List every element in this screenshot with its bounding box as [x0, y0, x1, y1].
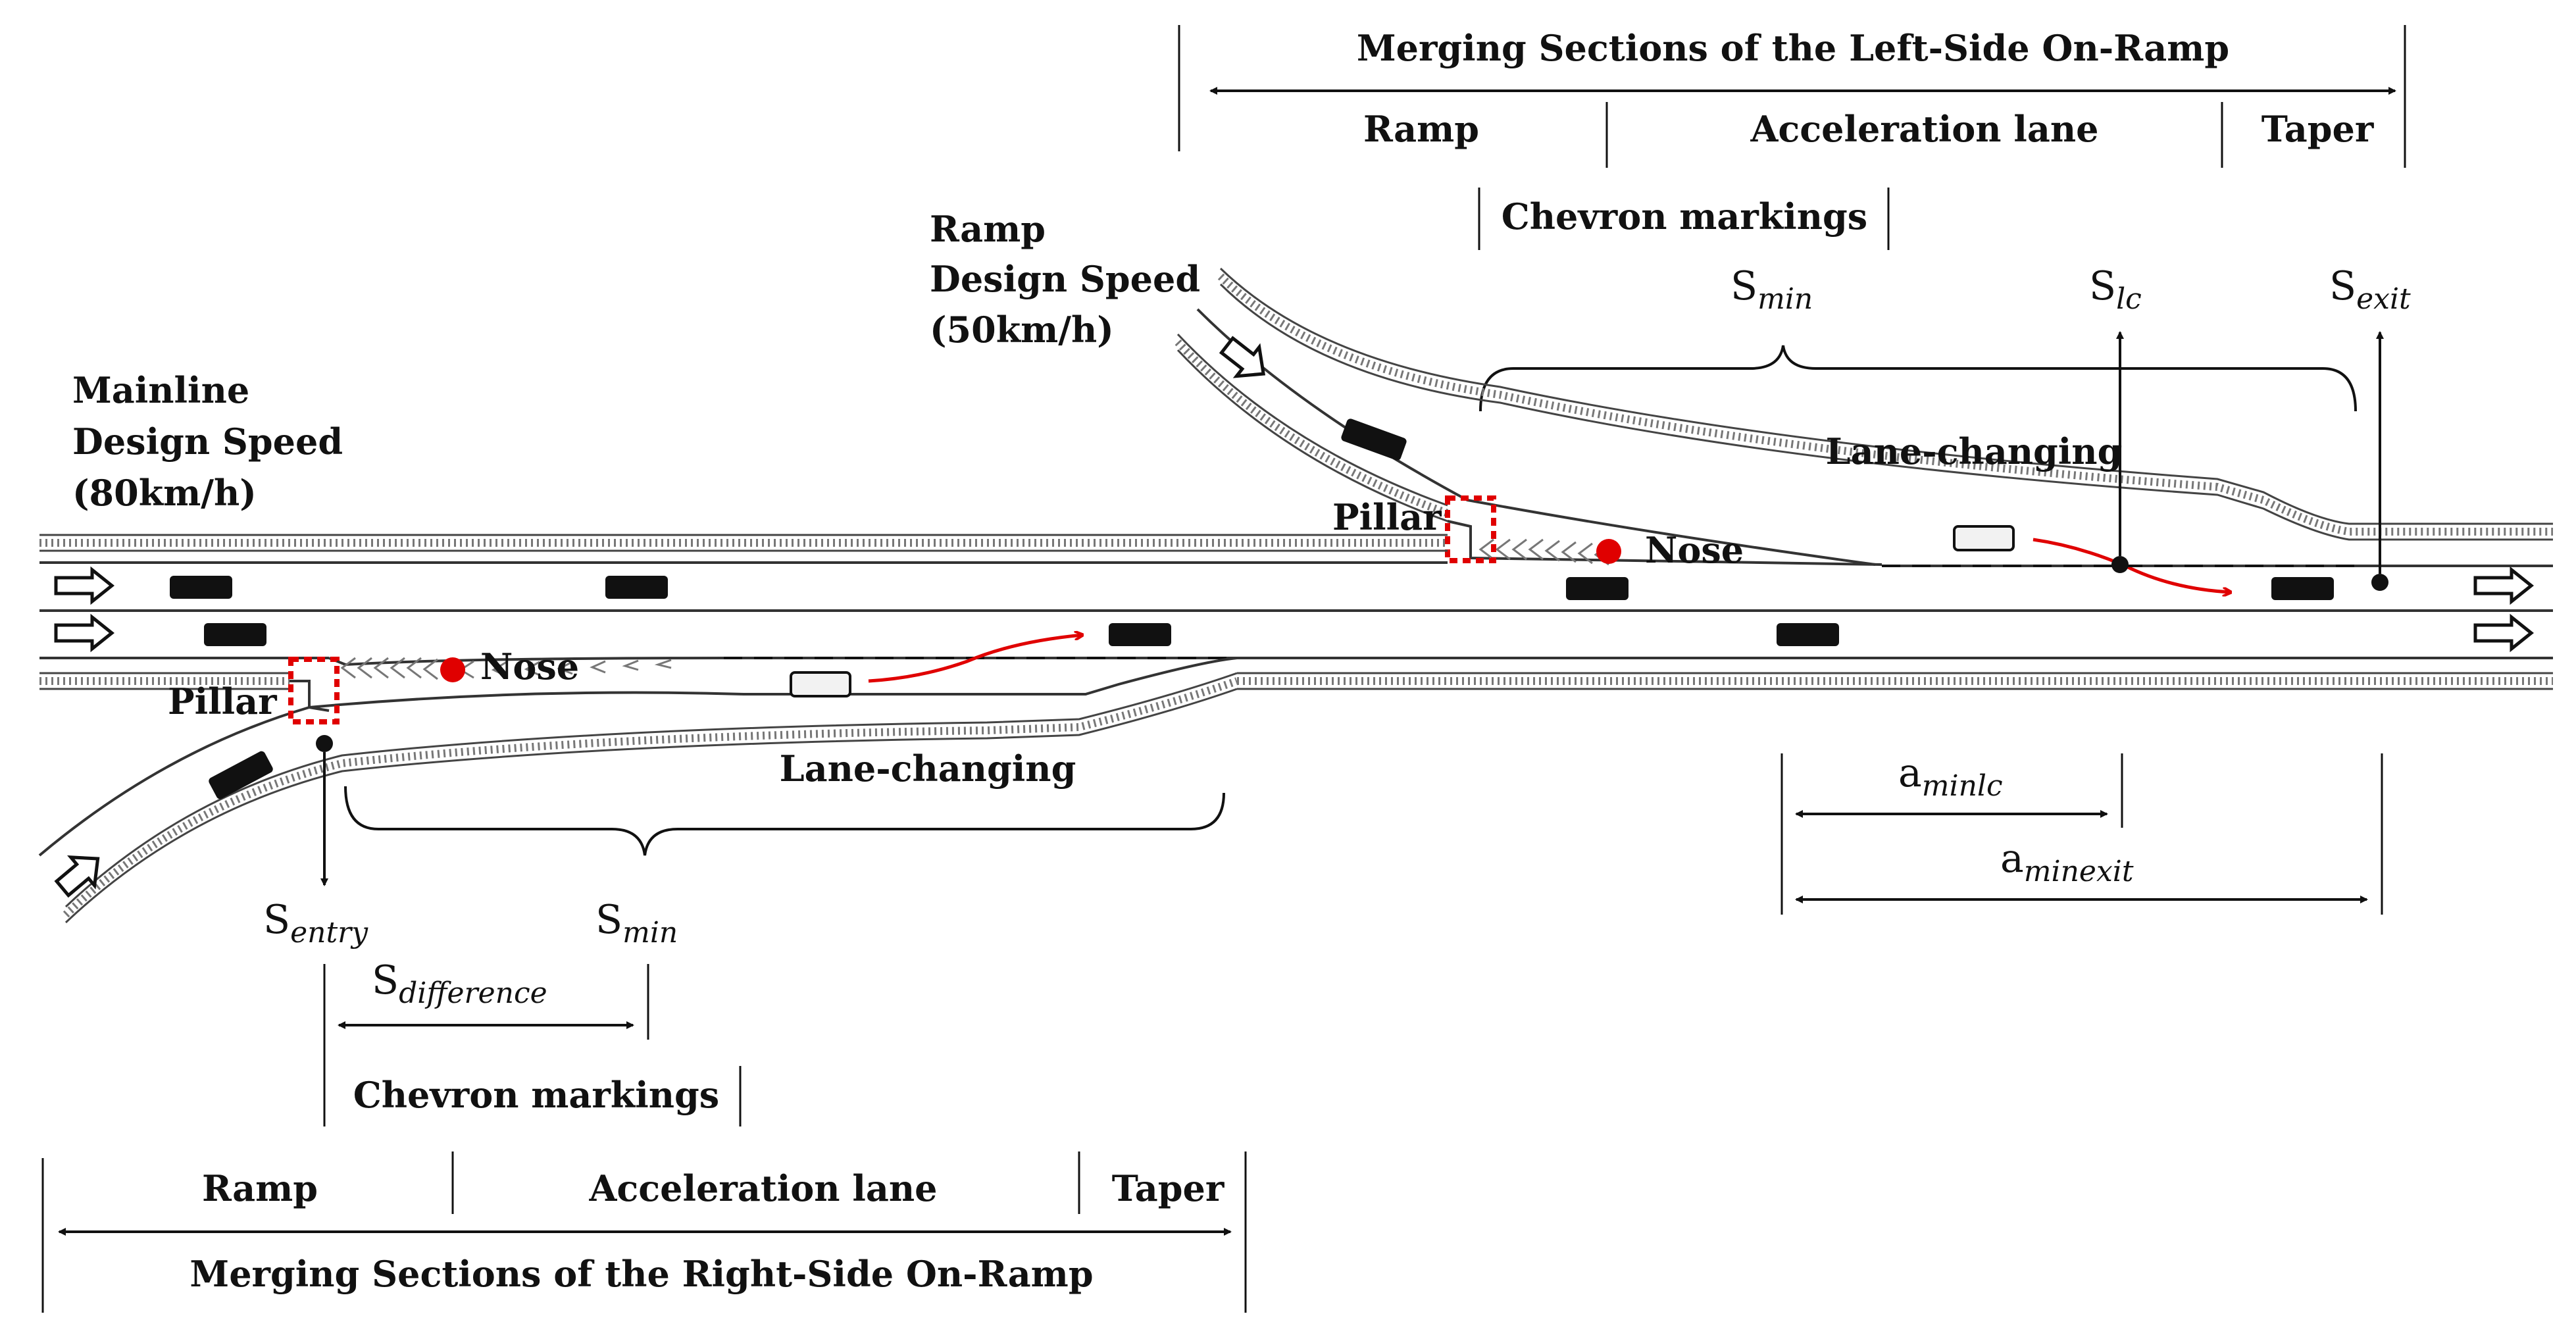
right-section-ramp: Ramp: [202, 1167, 318, 1209]
mainline-speed-line3: (80km/h): [72, 472, 257, 514]
right-sentry-label: Sentry: [263, 897, 368, 949]
ramp-vehicle: [1341, 418, 1407, 461]
right-ramp-road: [38, 657, 1238, 924]
right-ramp-title: Merging Sections of the Right-Side On-Ra…: [189, 1253, 1093, 1295]
right-ramp-vehicle: [209, 751, 273, 799]
mainline-vehicle: [2271, 577, 2334, 600]
right-gore-chevrons: [340, 657, 672, 680]
right-section-taper: Taper: [1112, 1167, 1225, 1209]
right-lane-change-trajectory: [868, 635, 1082, 683]
merging-vehicle-right: [790, 671, 851, 697]
left-section-ramp: Ramp: [1363, 108, 1479, 150]
left-smin-label: Smin: [1730, 263, 1813, 316]
left-smin-brace: [1479, 345, 2357, 412]
left-pillar-marker: [1445, 495, 1496, 563]
mainline-speed-line2: Design Speed: [72, 420, 343, 463]
right-ramp-flow-arrow: [54, 855, 100, 898]
right-nose-label: Nose: [480, 645, 579, 688]
right-sdifference-label: Sdifference: [372, 957, 547, 1010]
mainline-road: [39, 534, 2553, 690]
right-smin-label: Smin: [595, 897, 678, 949]
right-smin-brace: [344, 786, 1225, 856]
ramp-speed-line2: Design Speed: [930, 258, 1200, 300]
right-section-accel: Acceleration lane: [589, 1167, 938, 1209]
left-ramp-header: Merging Sections of the Left-Side On-Ram…: [1178, 25, 2406, 250]
left-section-accel: Acceleration lane: [1750, 108, 2099, 150]
left-nose-label: Nose: [1645, 529, 1744, 571]
right-sentry-point: [316, 735, 333, 752]
right-lane-changing-label: Lane-changing: [780, 747, 1076, 790]
mainline-vehicle: [1109, 623, 1171, 646]
right-nose-marker: [440, 657, 465, 682]
right-pillar-marker: [288, 657, 340, 724]
mainline-speed-label: Mainline Design Speed (80km/h): [72, 369, 343, 514]
left-sexit-point: [2371, 574, 2388, 591]
mainline-speed-line1: Mainline: [72, 369, 249, 411]
ramp-speed-line1: Ramp: [930, 208, 1046, 250]
mainline-vehicle: [170, 576, 232, 599]
left-gore-chevrons: [1478, 538, 1609, 566]
left-section-taper: Taper: [2261, 108, 2374, 150]
left-chevron-label: Chevron markings: [1502, 195, 1867, 238]
mainline-vehicle: [605, 576, 668, 599]
right-chevron-label: Chevron markings: [353, 1074, 719, 1116]
ramp-flow-arrow: [1219, 336, 1266, 378]
mainline-vehicle: [204, 623, 266, 646]
mainline-vehicle: [1566, 577, 1629, 600]
left-slc-label: Slc: [2089, 263, 2142, 316]
aminlc-label: aminlc: [1898, 750, 2003, 803]
left-ramp-road: [1174, 267, 2553, 566]
mainline-flow-arrows: [54, 566, 2535, 653]
left-ramp-title: Merging Sections of the Left-Side On-Ram…: [1357, 27, 2229, 69]
left-nose-marker: [1596, 539, 1621, 564]
right-ramp-footer: Chevron markings Ramp Acceleration lane …: [41, 1066, 1247, 1313]
left-sexit-label: Sexit: [2329, 263, 2411, 316]
right-pillar-label: Pillar: [168, 680, 277, 722]
mainline-vehicle: [1777, 623, 1839, 646]
left-pillar-label: Pillar: [1332, 496, 1442, 538]
merging-vehicle-left: [1953, 525, 2015, 551]
left-slc-point: [2111, 556, 2129, 573]
aminexit-label: aminexit: [2000, 836, 2134, 888]
ramp-speed-label: Ramp Design Speed (50km/h): [930, 208, 1200, 351]
left-lane-changing-label: Lane-changing: [1826, 430, 2123, 472]
ramp-speed-line3: (50km/h): [930, 309, 1114, 351]
